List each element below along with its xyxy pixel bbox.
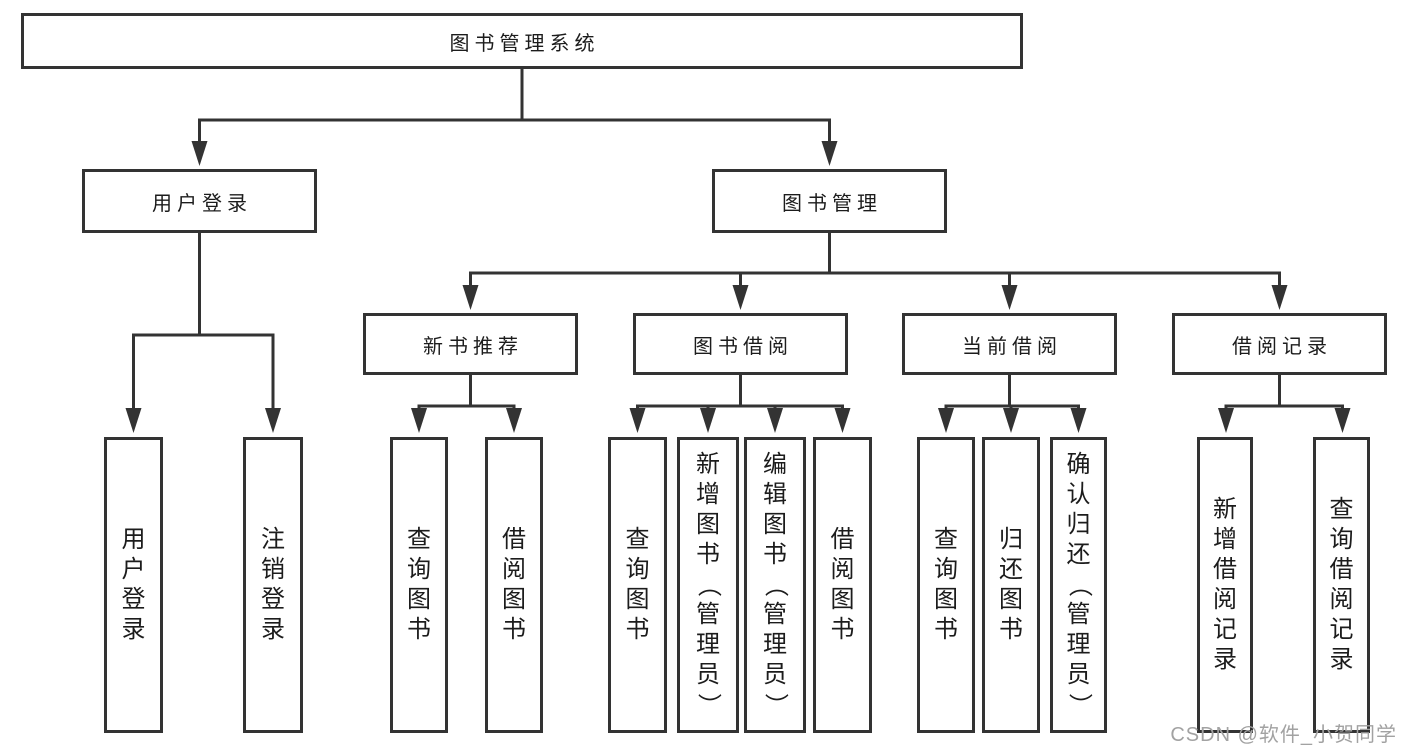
node-leaf-query-books-borrowing-label: 查询图书: [625, 526, 650, 643]
node-leaf-borrow-books-recommend: 借阅图书: [485, 437, 543, 733]
node-leaf-query-borrow-record: 查询借阅记录: [1313, 437, 1370, 733]
node-new-book-recommend-label: 新书推荐: [423, 335, 523, 358]
node-book-management: 图书管理: [712, 169, 947, 233]
node-leaf-borrow-books-borrowing: 借阅图书: [813, 437, 872, 733]
node-leaf-query-books-recommend: 查询图书: [390, 437, 448, 733]
node-leaf-borrow-books-borrowing-label: 借阅图书: [830, 526, 855, 643]
node-leaf-query-books-borrowing: 查询图书: [608, 437, 667, 733]
node-leaf-query-books-current-label: 查询图书: [934, 526, 958, 643]
node-book-borrowing-label: 图书借阅: [693, 335, 793, 358]
node-user-login-label: 用户登录: [152, 192, 252, 215]
node-leaf-user-login: 用户登录: [104, 437, 163, 733]
node-book-borrowing: 图书借阅: [633, 313, 848, 375]
node-book-management-label: 图书管理: [782, 192, 882, 215]
node-current-borrowing: 当前借阅: [902, 313, 1117, 375]
node-root-system: 图书管理系统: [21, 13, 1023, 69]
node-leaf-logout: 注销登录: [243, 437, 303, 733]
node-leaf-query-books-current: 查询图书: [917, 437, 975, 733]
node-current-borrowing-label: 当前借阅: [962, 335, 1062, 358]
node-leaf-confirm-return-admin: 确认归还（管理员）: [1050, 437, 1107, 733]
node-leaf-add-books-admin-label: 新增图书（管理员）: [695, 451, 722, 717]
node-leaf-add-borrow-record-label: 新增借阅记录: [1213, 496, 1237, 673]
node-leaf-edit-books-admin: 编辑图书（管理员）: [744, 437, 806, 733]
node-new-book-recommend: 新书推荐: [363, 313, 578, 375]
node-leaf-edit-books-admin-label: 编辑图书（管理员）: [762, 451, 789, 717]
node-user-login: 用户登录: [82, 169, 317, 233]
node-leaf-query-books-recommend-label: 查询图书: [407, 526, 431, 643]
node-leaf-return-books-label: 归还图书: [999, 526, 1023, 643]
node-borrowing-records-label: 借阅记录: [1232, 335, 1332, 358]
node-leaf-query-borrow-record-label: 查询借阅记录: [1329, 496, 1354, 673]
node-leaf-return-books: 归还图书: [982, 437, 1040, 733]
node-leaf-confirm-return-admin-label: 确认归还（管理员）: [1065, 451, 1093, 717]
arrowheads: [125, 141, 1351, 433]
node-leaf-add-books-admin: 新增图书（管理员）: [677, 437, 739, 733]
node-leaf-user-login-label: 用户登录: [121, 526, 146, 643]
node-root-label: 图书管理系统: [449, 32, 600, 55]
node-leaf-add-borrow-record: 新增借阅记录: [1197, 437, 1253, 733]
csdn-watermark: CSDN @软件_小贺同学: [1170, 724, 1397, 746]
node-leaf-borrow-books-recommend-label: 借阅图书: [502, 526, 526, 643]
node-borrowing-records: 借阅记录: [1172, 313, 1387, 375]
node-leaf-logout-label: 注销登录: [261, 526, 285, 643]
